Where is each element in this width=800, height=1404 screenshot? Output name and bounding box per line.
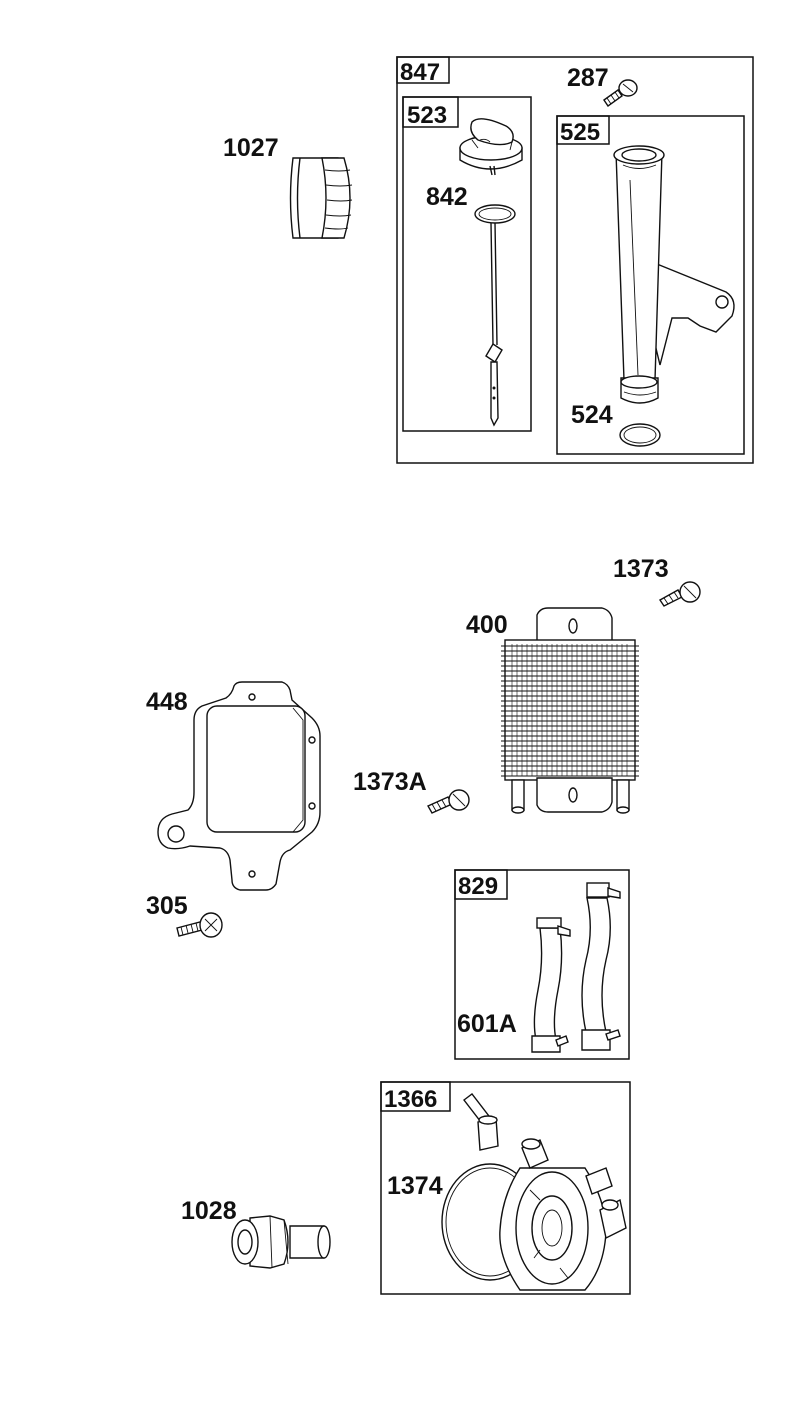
- screw-305[interactable]: 305: [146, 892, 223, 938]
- label-287: 287: [567, 64, 609, 92]
- label-1374: 1374: [387, 1172, 443, 1200]
- label-1366: 1366: [384, 1086, 437, 1113]
- label-1028: 1028: [181, 1197, 237, 1225]
- label-1373A: 1373A: [353, 768, 427, 796]
- label-448: 448: [146, 688, 188, 716]
- label-1373: 1373: [613, 555, 669, 583]
- label-847: 847: [400, 59, 440, 86]
- label-305: 305: [146, 892, 188, 920]
- fitting-1028[interactable]: 1028: [181, 1197, 331, 1269]
- label-842: 842: [426, 183, 468, 211]
- screw-1373[interactable]: 1373: [613, 555, 701, 607]
- label-400: 400: [466, 611, 508, 639]
- oil-filter-1027[interactable]: 1027: [223, 134, 353, 239]
- dipstick-kit-523[interactable]: 523 842: [402, 96, 532, 432]
- screw-1373A[interactable]: 1373A: [353, 768, 470, 814]
- label-601A: 601A: [457, 1010, 517, 1038]
- label-829: 829: [458, 873, 498, 900]
- label-523: 523: [407, 102, 447, 129]
- gasket-448[interactable]: 448: [146, 681, 321, 891]
- hose-kit-829[interactable]: 829 601A: [454, 869, 630, 1060]
- cooler-fins: [501, 644, 639, 777]
- screw-287[interactable]: 287: [567, 64, 638, 107]
- label-1027: 1027: [223, 134, 279, 162]
- kit-847-frame: 847: [396, 56, 754, 464]
- label-525: 525: [560, 119, 600, 146]
- label-524: 524: [571, 401, 613, 429]
- fill-tube-kit-525[interactable]: 525 524: [556, 115, 745, 455]
- oil-cooler-400[interactable]: 400: [466, 607, 639, 814]
- adapter-kit-1366[interactable]: 1366 1374: [380, 1081, 631, 1295]
